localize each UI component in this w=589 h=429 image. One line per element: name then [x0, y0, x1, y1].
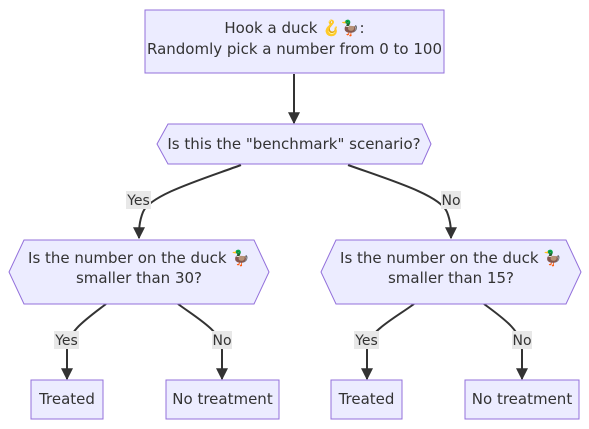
node-left-treated-label: Treated [38, 390, 95, 408]
node-right-no-treatment: No treatment [464, 379, 580, 420]
node-right-treated-label: Treated [338, 390, 395, 408]
node-left-no-treatment-label: No treatment [172, 390, 273, 408]
edge-left-no [177, 303, 228, 381]
edges [61, 74, 528, 381]
node-right-decision-line1: Is the number on the duck 🦆 [340, 249, 562, 267]
node-right-treated: Treated [330, 379, 403, 420]
edge-label-right-yes: Yes [354, 331, 379, 349]
edge-label-benchmark-no-text: No [441, 193, 460, 209]
edge-label-left-no: No [212, 331, 232, 349]
edge-right-yes [361, 303, 415, 381]
node-hook: Hook a duck 🪝🦆: Randomly pick a number f… [144, 9, 445, 74]
nodes: Hook a duck 🪝🦆: Randomly pick a number f… [8, 9, 582, 420]
edge-left-yes [61, 303, 107, 381]
node-left-decision-line2: smaller than 30? [76, 269, 202, 287]
edge-label-right-no: No [512, 331, 532, 349]
node-hook-line1: Hook a duck 🪝🦆: [224, 19, 364, 37]
node-left-treated: Treated [30, 379, 104, 420]
edge-label-left-no-text: No [212, 333, 231, 349]
node-benchmark-label: Is this the "benchmark" scenario? [167, 135, 420, 153]
edge-label-left-yes: Yes [54, 331, 79, 349]
node-right-decision: Is the number on the duck 🦆 smaller than… [320, 239, 582, 305]
edge-label-benchmark-no: No [441, 191, 461, 209]
edge-label-right-no-text: No [512, 333, 531, 349]
edge-benchmark-no [347, 164, 457, 240]
edge-labels: Yes No Yes No Yes No [54, 191, 532, 349]
node-hook-line2: Randomly pick a number from 0 to 100 [147, 40, 442, 58]
node-left-no-treatment: No treatment [165, 379, 280, 420]
edge-benchmark-yes [133, 164, 242, 240]
edge-right-no [483, 303, 528, 381]
node-left-decision: Is the number on the duck 🦆 smaller than… [8, 239, 270, 305]
node-right-decision-line2: smaller than 15? [388, 269, 514, 287]
node-benchmark: Is this the "benchmark" scenario? [156, 123, 432, 165]
edge-label-left-yes-text: Yes [54, 333, 78, 349]
edge-label-benchmark-yes-text: Yes [126, 193, 150, 209]
edge-label-benchmark-yes: Yes [126, 191, 151, 209]
edge-label-right-yes-text: Yes [354, 333, 378, 349]
node-left-decision-line1: Is the number on the duck 🦆 [28, 249, 250, 267]
node-right-no-treatment-label: No treatment [472, 390, 573, 408]
